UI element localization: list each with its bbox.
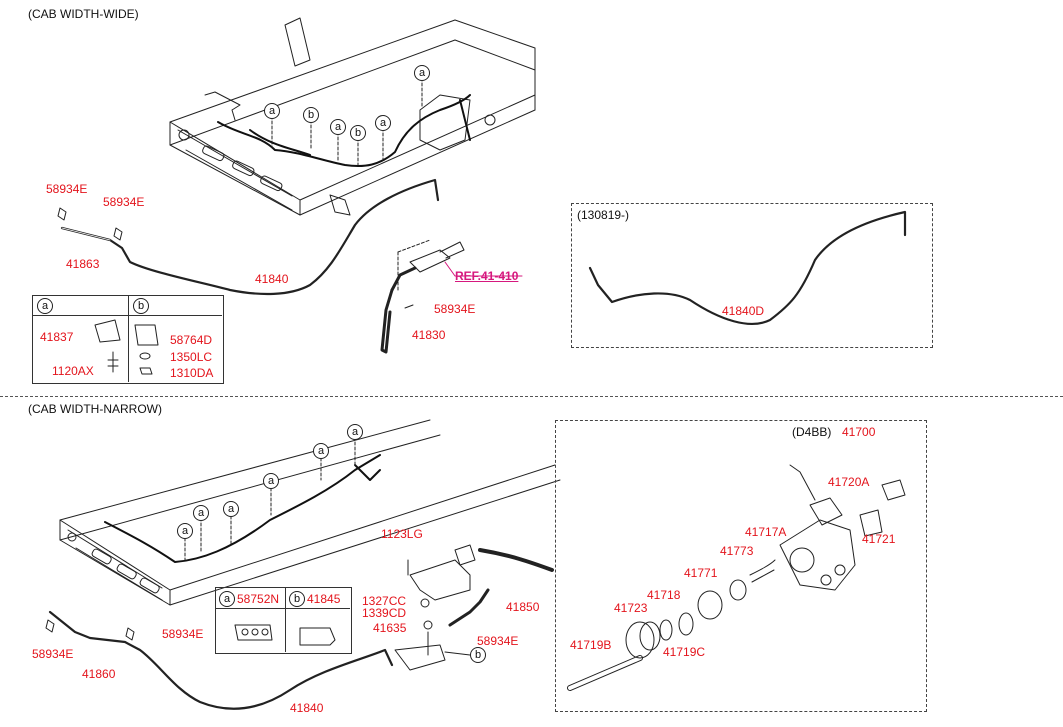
inset-table-bottom-divider <box>285 587 286 652</box>
clutch-master-assembly <box>407 544 476 656</box>
inset-table-bottom <box>215 587 352 654</box>
callout-a: a <box>177 523 193 539</box>
callout-a: a <box>193 505 209 521</box>
callout-a: a <box>37 298 53 314</box>
part-label-41723[interactable]: 41723 <box>614 601 648 615</box>
frame-narrow <box>59 419 561 606</box>
hose-41830 <box>380 266 417 354</box>
part-label-1120AX[interactable]: 1120AX <box>52 364 94 378</box>
callout-a: a <box>375 115 391 131</box>
inset-ab-bottom <box>234 624 336 646</box>
inset-table-top-header-line <box>32 315 222 316</box>
part-label-1123LG[interactable]: 1123LG <box>381 527 423 541</box>
clips-bottom <box>45 619 135 641</box>
part-label-41719C[interactable]: 41719C <box>663 645 706 659</box>
part-label-41840[interactable]: 41840 <box>290 701 324 715</box>
callout-b: b <box>133 298 149 314</box>
hose-41850 <box>448 588 490 627</box>
callout-a: a <box>223 501 239 517</box>
slave-cylinder-parts <box>567 464 906 691</box>
variant-note-130819: (130819-) <box>577 208 630 222</box>
part-label-1327CC[interactable]: 1327CC <box>362 594 407 608</box>
callout-a: a <box>330 119 346 135</box>
callout-b: b <box>470 647 486 663</box>
callout-a: a <box>219 591 235 607</box>
part-label-41721[interactable]: 41721 <box>862 532 896 546</box>
part-label-41720A[interactable]: 41720A <box>828 475 870 489</box>
part-label-41700[interactable]: 41700 <box>842 425 876 439</box>
reference-link-41-410[interactable]: REF.41-410 <box>455 269 519 283</box>
part-label-58934E[interactable]: 58934E <box>434 302 476 316</box>
callout-b: b <box>350 125 366 141</box>
part-label-58934E[interactable]: 58934E <box>103 195 145 209</box>
pipe-41840-bottom <box>48 610 394 710</box>
part-label-41635[interactable]: 41635 <box>373 621 407 635</box>
callout-a: a <box>264 103 280 119</box>
callout-a: a <box>414 65 430 81</box>
part-label-41718[interactable]: 41718 <box>647 588 681 602</box>
inset-table-top-divider <box>128 295 129 382</box>
part-label-41717A[interactable]: 41717A <box>745 525 787 539</box>
part-label-41837[interactable]: 41837 <box>40 330 74 344</box>
part-label-41719B[interactable]: 41719B <box>570 638 612 652</box>
part-label-41845[interactable]: 41845 <box>307 592 341 606</box>
part-label-41860[interactable]: 41860 <box>82 667 116 681</box>
leader-lines-wide <box>271 77 423 166</box>
part-label-41771[interactable]: 41771 <box>684 566 718 580</box>
callout-a: a <box>347 424 363 440</box>
part-label-41850[interactable]: 41850 <box>506 600 540 614</box>
part-label-58934E[interactable]: 58934E <box>477 634 519 648</box>
section-separator <box>0 396 1063 397</box>
ref-cylinder <box>397 239 465 309</box>
leader-lines-narrow <box>184 436 356 561</box>
callout-b: b <box>303 107 319 123</box>
callout-a: a <box>263 473 279 489</box>
part-label-58934E[interactable]: 58934E <box>32 647 74 661</box>
section-title-narrow: (CAB WIDTH-NARROW) <box>28 402 162 416</box>
wire-harness-narrow <box>104 454 381 563</box>
pipe-41840D <box>588 210 907 325</box>
part-label-41840[interactable]: 41840 <box>255 272 289 286</box>
inset-table-bottom-header-line <box>215 608 350 609</box>
section-title-wide: (CAB WIDTH-WIDE) <box>28 7 139 21</box>
part-label-41863[interactable]: 41863 <box>66 257 100 271</box>
variant-box-d4bb <box>555 420 927 712</box>
wire-harness-wide <box>217 94 471 168</box>
part-label-1339CD[interactable]: 1339CD <box>362 606 407 620</box>
part-label-41840D[interactable]: 41840D <box>722 304 765 318</box>
part-label-1310DA[interactable]: 1310DA <box>170 366 214 380</box>
part-label-58934E[interactable]: 58934E <box>46 182 88 196</box>
part-label-41773[interactable]: 41773 <box>720 544 754 558</box>
part-label-1350LC[interactable]: 1350LC <box>170 350 213 364</box>
bracket-41845 <box>394 644 471 671</box>
variant-note-d4bb: (D4BB) <box>792 425 832 439</box>
part-label-58934E[interactable]: 58934E <box>162 627 204 641</box>
callout-a: a <box>313 443 329 459</box>
variant-box-130819 <box>571 203 933 348</box>
clips-top <box>57 207 123 241</box>
part-label-58764D[interactable]: 58764D <box>170 333 213 347</box>
frame-wide <box>169 17 536 216</box>
part-label-58752N[interactable]: 58752N <box>237 592 280 606</box>
part-label-41830[interactable]: 41830 <box>412 328 446 342</box>
pipe-41840-top <box>60 178 440 296</box>
callout-b: b <box>289 591 305 607</box>
inset-ab-top <box>94 319 159 375</box>
